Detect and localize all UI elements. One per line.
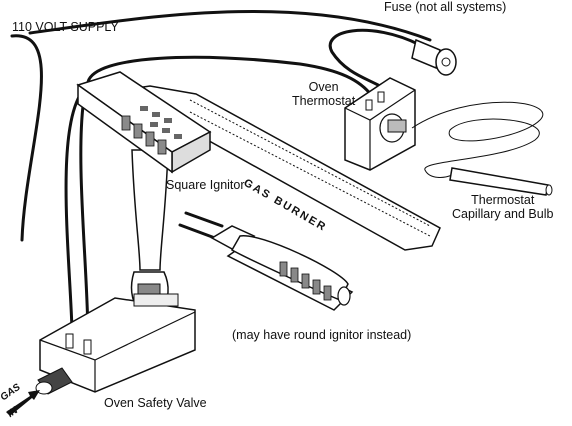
label-capillary-and-bulb: Thermostat Capillary and Bulb bbox=[452, 193, 553, 221]
round-ignitor-wire-1 bbox=[180, 225, 215, 238]
label-oven-thermostat-line1: Oven bbox=[292, 80, 355, 94]
round-ignitor bbox=[212, 226, 352, 310]
round-ignitor-wire-2 bbox=[186, 213, 222, 226]
label-fuse: Fuse (not all systems) bbox=[384, 0, 506, 14]
label-square-ignitor: Square Ignitor bbox=[166, 178, 245, 192]
fuse bbox=[412, 40, 456, 75]
label-oven-thermostat-line2: Thermostat bbox=[292, 94, 355, 108]
label-oven-thermostat: Oven Thermostat bbox=[292, 80, 355, 108]
fuse-to-thermostat-wire bbox=[330, 30, 420, 85]
label-110-volt-supply: 110 VOLT SUPPLY bbox=[12, 20, 119, 34]
label-capillary-line1: Thermostat bbox=[452, 193, 553, 207]
label-oven-safety-valve: Oven Safety Valve bbox=[104, 396, 207, 410]
burner-tube bbox=[132, 150, 169, 312]
ignitor-to-valve-wire-2 bbox=[81, 98, 88, 340]
supply-wire-left bbox=[12, 36, 41, 240]
label-capillary-line2: Capillary and Bulb bbox=[452, 207, 553, 221]
oven-thermostat bbox=[345, 78, 415, 170]
thermostat-capillary-and-bulb bbox=[412, 102, 552, 195]
ignitor-to-valve-wire-1 bbox=[66, 92, 82, 330]
label-round-ignitor-note: (may have round ignitor instead) bbox=[232, 328, 411, 342]
